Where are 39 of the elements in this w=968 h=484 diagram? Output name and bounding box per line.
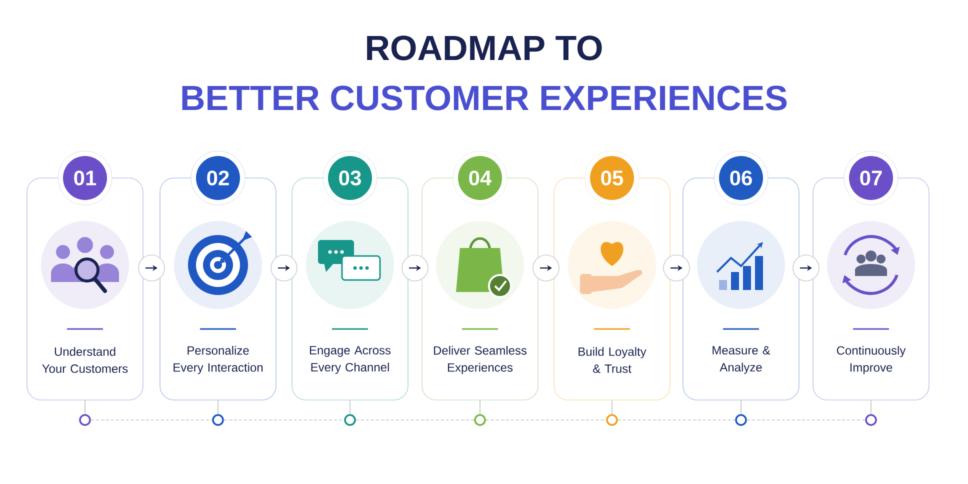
step-label: Understand Your Customers [42, 347, 128, 373]
timeline-dot [344, 414, 356, 426]
connector-line [870, 400, 872, 414]
connector-line [84, 400, 86, 414]
arrow [663, 254, 690, 282]
step-card [812, 150, 930, 400]
subtitle: BETTER CUSTOMER EXPERIENCES [182, 86, 787, 110]
step-label: Deliver Seamless Experiences [434, 346, 527, 374]
number-badge: 01 [58, 150, 112, 206]
number-badge: 03 [322, 150, 378, 206]
step-card [160, 150, 276, 400]
number-badge: 05 [584, 150, 640, 206]
number-badge: 04 [452, 150, 508, 206]
step-label: Engage Across Every Channel [310, 346, 391, 374]
step-label: Measure & Analyze [712, 346, 770, 374]
arrow [402, 254, 428, 282]
step-label: Personalize Every Interaction [174, 346, 263, 374]
step-card [422, 150, 538, 400]
title: ROADMAP TO [367, 36, 602, 60]
connector-line [740, 400, 742, 414]
arrow [138, 254, 165, 282]
step-label: Continuously Improve [836, 346, 906, 374]
timeline-dot [212, 414, 224, 426]
step-card [554, 150, 670, 400]
step-card [682, 150, 800, 400]
timeline-dot [735, 414, 747, 426]
arrow [532, 254, 560, 282]
timeline-dot [606, 414, 618, 426]
timeline-dot [865, 414, 877, 426]
arrow [270, 254, 298, 282]
number-badge: 02 [190, 150, 246, 206]
step-card [292, 150, 408, 400]
number-badge: 07 [844, 150, 898, 206]
number-badge: 06 [714, 150, 768, 206]
step-card [26, 150, 144, 400]
timeline-dot [79, 414, 91, 426]
arrow [792, 254, 820, 282]
timeline-dot [474, 414, 486, 426]
step-label: Build Loyalty & Trust [578, 347, 646, 373]
